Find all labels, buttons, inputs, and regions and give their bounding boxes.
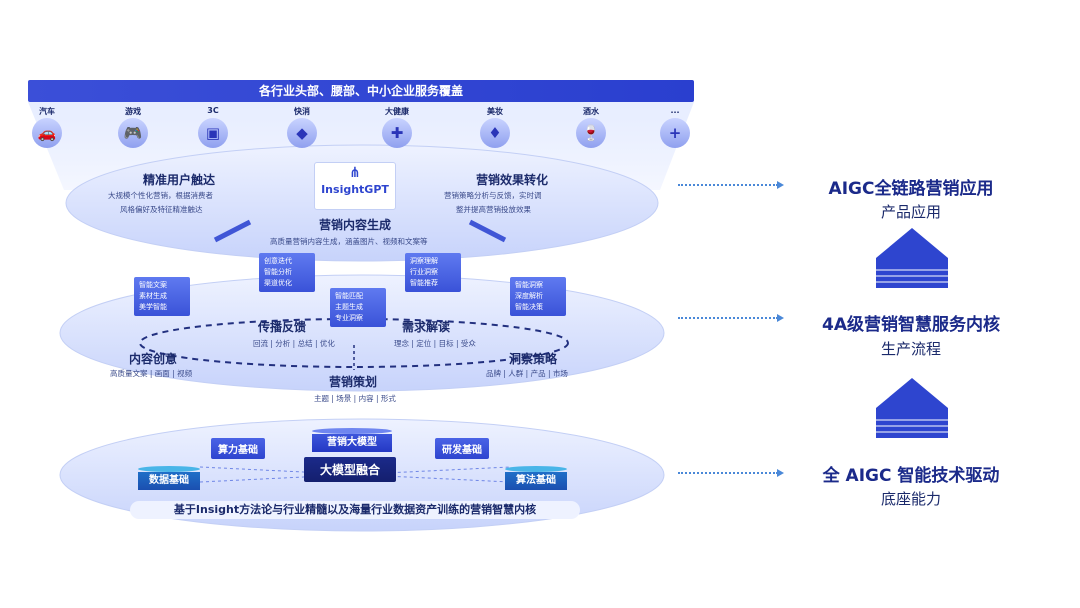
service-layer-title: 4A级营销智慧服务内核 <box>822 315 1000 335</box>
user-reach-desc-1: 大规模个性化营销，根据消费者 <box>108 191 213 200</box>
tech-layer-subtitle: 底座能力 <box>880 490 941 508</box>
arrow-left <box>213 219 252 243</box>
medical-kit-icon: ✚ <box>382 118 412 148</box>
bottle-icon: 🍷 <box>576 118 606 148</box>
connector-middle <box>678 314 784 322</box>
industry-item: 大健康✚ <box>367 106 427 148</box>
coverage-banner: 各行业头部、腰部、中小企业服务覆盖 <box>28 80 694 102</box>
model-fusion: 大模型融合 <box>304 457 397 482</box>
connector-top <box>678 181 784 189</box>
app-layer-subtitle: 产品应用 <box>880 203 941 221</box>
tech-layer-title: 全 AIGC 智能技术驱动 <box>822 466 1000 486</box>
content-gen-desc: 高质量营销内容生成，涵盖图片、视频和文案等 <box>270 237 428 246</box>
core-caption: 基于Insight方法论与行业精髓以及海量行业数据资产训练的营销智慧内核 <box>130 501 580 519</box>
node-content-creative-sub: 高质量文案 | 画面 | 视频 <box>110 369 193 378</box>
user-reach-title: 精准用户触达 <box>143 173 216 187</box>
capability-box-center-left: 创意迭代智能分析渠道优化 <box>259 253 315 292</box>
capability-box-center-right: 洞察理解行业洞察智能推荐 <box>405 253 461 292</box>
node-insight-strategy: 洞察策略 <box>509 352 558 366</box>
conversion-desc-2: 整并提高营销投放效果 <box>456 205 531 214</box>
conversion-desc-1: 营销策略分析与反馈，实时调 <box>444 191 542 200</box>
plus-icon: + <box>660 118 690 148</box>
insightgpt-logo: ⋔ InsightGPT <box>314 162 396 210</box>
node-demand-reading-sub: 理念 | 定位 | 目标 | 受众 <box>394 339 476 348</box>
node-spread-feedback: 传播反馈 <box>258 320 307 334</box>
capability-box-right: 智能洞察深度解析智能决策 <box>510 277 566 316</box>
arrow-right <box>468 219 507 243</box>
app-layer-title: AIGC全链路营销应用 <box>828 179 994 199</box>
node-spread-feedback-sub: 回流 | 分析 | 总结 | 优化 <box>253 339 335 348</box>
rnd-foundation: 研发基础 <box>435 438 489 459</box>
user-reach-desc-2: 风格偏好及特征精准触达 <box>120 205 203 214</box>
node-marketing-plan-sub: 主题 | 场景 | 内容 | 形式 <box>314 394 396 403</box>
capability-box-left: 智能文案素材生成美学智能 <box>134 277 190 316</box>
node-demand-reading: 需求解读 <box>402 320 451 334</box>
device-icon: ▣ <box>198 118 228 148</box>
logo-mark-icon: ⋔ <box>349 165 361 181</box>
connector-bottom <box>678 469 784 477</box>
industry-item: 酒水🍷 <box>561 106 621 148</box>
up-arrow-icon <box>876 378 948 438</box>
bag-icon: ◆ <box>287 118 317 148</box>
conversion-title: 营销效果转化 <box>476 173 549 187</box>
marketing-big-model: 营销大模型 <box>312 428 392 452</box>
industry-item: 汽车🚗 <box>17 106 77 148</box>
data-foundation: 数据基础 <box>138 466 200 490</box>
algorithm-foundation: 算法基础 <box>505 466 567 490</box>
industry-item: ...+ <box>645 106 705 148</box>
node-insight-strategy-sub: 品牌 | 人群 | 产品 | 市场 <box>486 369 568 378</box>
industry-item: 3C▣ <box>183 106 243 148</box>
cosmetics-icon: ♦ <box>480 118 510 148</box>
capability-box-center: 智能匹配主题生成专业洞察 <box>330 288 386 327</box>
industry-item: 游戏🎮 <box>103 106 163 148</box>
node-content-creative: 内容创意 <box>129 352 178 366</box>
service-layer-subtitle: 生产流程 <box>880 340 941 358</box>
compute-foundation: 算力基础 <box>211 438 265 459</box>
industry-item: 快消◆ <box>272 106 332 148</box>
gamepad-icon: 🎮 <box>118 118 148 148</box>
car-icon: 🚗 <box>32 118 62 148</box>
node-marketing-plan: 营销策划 <box>329 375 378 389</box>
up-arrow-icon <box>876 228 948 288</box>
industry-item: 美妆♦ <box>465 106 525 148</box>
content-gen-title: 营销内容生成 <box>319 218 392 232</box>
